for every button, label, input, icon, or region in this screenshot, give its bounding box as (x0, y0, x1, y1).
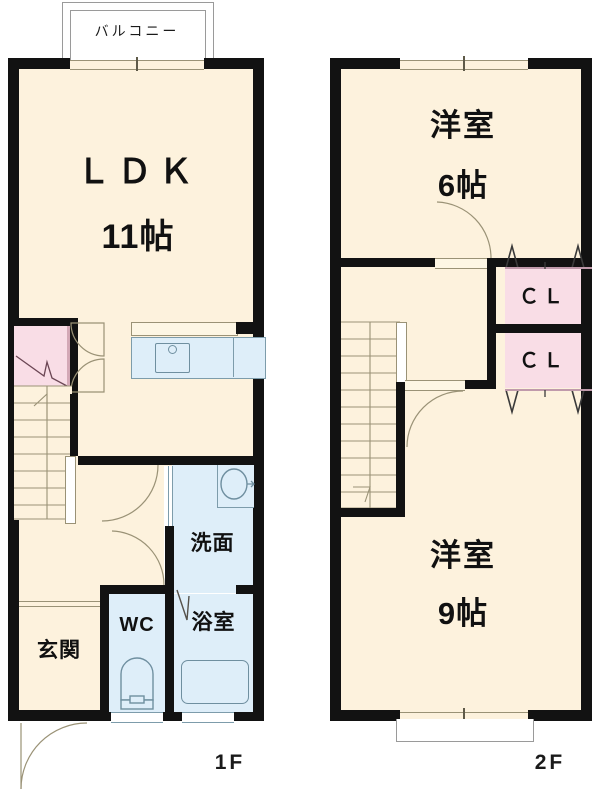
entrance-label: 玄関 (37, 639, 81, 662)
balcony-label: バルコニー (94, 23, 180, 39)
wall-2f-mid-horizontal-right (490, 258, 592, 267)
wall-1f-right (253, 58, 264, 721)
ldk-label: ＬＤＫ (76, 153, 200, 191)
understair-closet (14, 326, 67, 386)
kitchen-faucet-icon (168, 345, 177, 354)
bedroom6-door-threshold (435, 258, 490, 269)
wall-1f-left-lower (8, 641, 19, 721)
ldk-door-swing-icon (70, 322, 105, 393)
kitchen-counter-divider (233, 337, 234, 377)
wall-wc-left (100, 585, 109, 721)
bedroom9-balcony-outline (396, 719, 534, 742)
closet-lower-label: ＣＬ (519, 350, 567, 372)
bedroom6-window-mullion (463, 56, 465, 71)
kitchen-wall-stub (236, 322, 264, 334)
entrance-step-line2 (19, 606, 100, 607)
ldk-size-label: 11帖 (101, 218, 175, 256)
staircase-2f-treads (341, 321, 400, 509)
stair-rail-white (65, 456, 76, 524)
ldk-window-mullion (136, 57, 138, 71)
wall-2f-top-right (528, 58, 592, 69)
wall-closet-divider (496, 324, 592, 333)
washroom-door-rail2 (172, 466, 173, 526)
bath-door-icon (176, 589, 190, 621)
entrance-step-line (19, 601, 100, 602)
bedroom9-door-threshold (405, 380, 465, 391)
wall-2f-hall-right (487, 258, 496, 388)
bedroom6-label: 洋室 (430, 108, 496, 143)
bath-label: 浴室 (191, 611, 236, 634)
bathtub (181, 660, 249, 704)
bath-door-gap (182, 712, 234, 723)
closet-upper (505, 269, 581, 324)
floor1-label: 1F (214, 751, 246, 774)
hall-room-fill-2 (100, 396, 264, 466)
wc-door-swing-icon (111, 530, 165, 586)
bedroom9-size-label: 9帖 (437, 596, 489, 631)
stair-2f-rail-white (396, 322, 407, 384)
wall-wc-top (100, 585, 174, 594)
wall-closet-top (8, 318, 75, 326)
wc-door-gap (111, 712, 163, 723)
kitchen-backsplash (131, 322, 238, 336)
closet-lower (505, 333, 581, 388)
wall-washroom-left (165, 526, 174, 593)
toilet-bowl-icon (120, 657, 154, 710)
washing-machine-icon (220, 468, 255, 500)
wall-stair-2f-right (396, 382, 405, 516)
wall-2f-left (330, 58, 341, 721)
closet-upper-folding-door-icon (505, 242, 592, 269)
wall-bath-top-right (236, 585, 264, 594)
wall-closet-right (70, 318, 78, 394)
bedroom6-size-label: 6帖 (437, 168, 489, 203)
closet-lower-folding-door-icon (505, 389, 592, 416)
closet-door-line (67, 326, 70, 386)
bedroom9-door-swing-icon (406, 390, 464, 448)
bedroom9-window-mullion (463, 708, 465, 723)
washing-machine-pan (217, 465, 254, 508)
wall-2f-mid-horizontal (330, 258, 435, 267)
balcony-outline-inner (70, 10, 206, 65)
washroom-label: 洗面 (190, 532, 235, 555)
wall-2f-top-left (330, 58, 400, 69)
wall-stair-right (70, 394, 78, 456)
wall-2f-bottom-right (528, 710, 592, 721)
closet-hanger-symbol (15, 355, 68, 387)
entrance-door-swing-icon (20, 722, 88, 790)
wall-2f-bottom-left (330, 710, 400, 721)
kitchen-counter (131, 337, 266, 379)
wall-stair-2f-bottom (330, 508, 405, 517)
washroom-door-rail (168, 466, 169, 526)
bedroom6-fill (334, 66, 588, 266)
wc-label: WC (119, 614, 155, 636)
wall-1f-top-left (8, 58, 70, 69)
floor2-label: 2F (534, 751, 566, 774)
wall-wc-right (165, 585, 174, 721)
wall-hall-top (78, 456, 264, 465)
staircase-1f (14, 386, 72, 520)
wall-1f-top-right (204, 58, 264, 69)
bedroom9-label: 洋室 (430, 538, 496, 573)
closet-upper-label: ＣＬ (519, 286, 567, 308)
staircase-1f-treads (14, 385, 72, 520)
bedroom6-door-swing-icon (436, 201, 492, 259)
hall-door-swing-icon (101, 464, 159, 522)
wall-1f-left (8, 58, 19, 652)
